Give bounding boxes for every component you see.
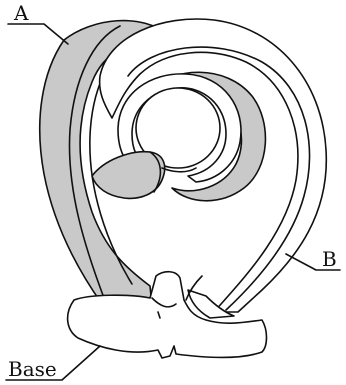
label-a: A: [13, 1, 29, 25]
label-b: B: [322, 247, 337, 271]
label-base: Base: [8, 357, 57, 381]
leader-a: [8, 24, 68, 44]
